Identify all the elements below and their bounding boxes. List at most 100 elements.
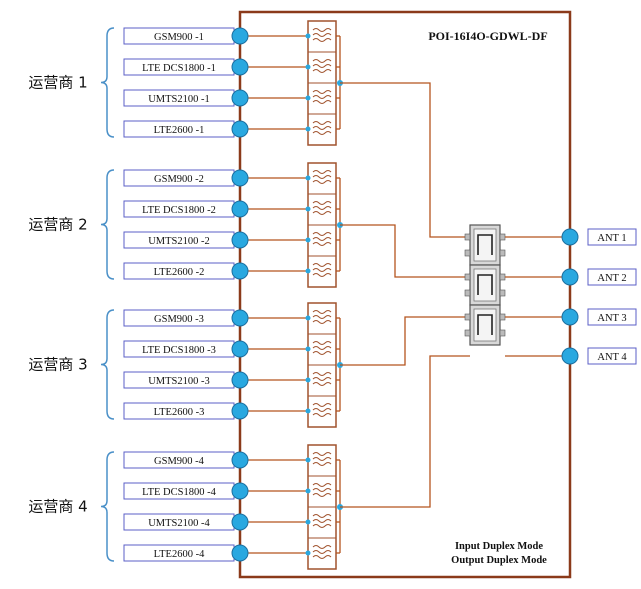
input-port-connector[interactable] (231, 89, 249, 107)
filter-wave-icon (312, 126, 332, 130)
filter-wave-icon (312, 201, 332, 205)
junction-dot (305, 175, 311, 181)
input-port-connector[interactable] (231, 340, 249, 358)
combiner-to-hybrid-line (340, 355, 470, 508)
input-port-row: GSM900 -2 (123, 169, 340, 195)
input-port-row: GSM900 -1 (123, 27, 340, 53)
antenna-label-box (587, 308, 637, 326)
filter-wave-icon (312, 232, 332, 236)
input-port-row: LTE DCS1800 -4 (123, 482, 340, 508)
filter-wave-icon (312, 64, 332, 68)
filter-wave-icon (312, 403, 332, 407)
input-port-row: LTE2600 -4 (123, 544, 340, 570)
input-port-row: GSM900 -3 (123, 309, 340, 335)
group-brace (100, 309, 115, 420)
junction-dot (305, 126, 311, 132)
antenna-port-connector[interactable] (561, 268, 579, 286)
filter-wave-icon (312, 211, 332, 215)
port-label: UMTS2100 -1 (148, 94, 210, 105)
antenna-port-connector[interactable] (561, 308, 579, 326)
filter-wave-icon (312, 372, 332, 376)
junction-dot (305, 33, 311, 39)
junction-dot (305, 346, 311, 352)
port-label: LTE2600 -4 (154, 549, 205, 560)
input-port-row: LTE DCS1800 -2 (123, 200, 340, 226)
input-port-connector[interactable] (231, 371, 249, 389)
operator-label-1: 运营商 1 (28, 74, 87, 92)
filter-wave-icon (312, 320, 332, 324)
input-port-connector[interactable] (231, 451, 249, 469)
junction-dot (305, 550, 311, 556)
filter-wave-icon (312, 514, 332, 518)
port-label: LTE2600 -1 (154, 125, 205, 136)
junction-dot (305, 64, 311, 70)
port-label: LTE DCS1800 -4 (142, 487, 216, 498)
filter-wave-icon (312, 38, 332, 42)
product-title: POI-16I4O-GDWL-DF (428, 29, 547, 43)
input-port-connector[interactable] (231, 482, 249, 500)
input-port-row: UMTS2100 -2 (123, 231, 340, 257)
filter-wave-icon (312, 457, 332, 461)
input-port-connector[interactable] (231, 120, 249, 138)
hybrid-coupler (464, 264, 506, 306)
input-port-row: UMTS2100 -3 (123, 371, 340, 397)
antenna-port-row: ANT 1 (505, 228, 637, 246)
input-port-connector[interactable] (231, 402, 249, 420)
antenna-label-box (587, 268, 637, 286)
filter-wave-icon (312, 377, 332, 381)
filter-wave-icon (312, 33, 332, 37)
filter-wave-icon (312, 341, 332, 345)
input-port-connector[interactable] (231, 200, 249, 218)
junction-dot (305, 457, 311, 463)
filter-wave-icon (312, 519, 332, 523)
port-label: LTE DCS1800 -2 (142, 205, 216, 216)
input-port-connector[interactable] (231, 231, 249, 249)
port-label: GSM900 -4 (154, 456, 205, 467)
junction-dot (305, 488, 311, 494)
antenna-port-row: ANT 4 (505, 347, 637, 365)
port-label: UMTS2100 -2 (148, 236, 210, 247)
antenna-port-row: ANT 3 (505, 308, 637, 326)
filter-wave-icon (312, 273, 332, 277)
port-label: GSM900 -3 (154, 314, 204, 325)
filter-wave-icon (312, 121, 332, 125)
junction-dot (305, 315, 311, 321)
antenna-label-box (587, 228, 637, 246)
filter-wave-icon (312, 59, 332, 63)
filter-wave-icon (312, 315, 332, 319)
filter-wave-icon (312, 493, 332, 497)
antenna-port-connector[interactable] (561, 347, 579, 365)
operator-label-3: 运营商 3 (28, 356, 87, 374)
input-port-row: GSM900 -4 (123, 451, 340, 477)
input-port-row: LTE DCS1800 -1 (123, 58, 340, 84)
filter-wave-icon (312, 180, 332, 184)
input-port-row: LTE2600 -3 (123, 402, 340, 428)
filter-wave-icon (312, 413, 332, 417)
operator-label-2: 运营商 2 (28, 216, 87, 234)
group-brace (100, 451, 115, 562)
input-port-connector[interactable] (231, 27, 249, 45)
combiner-to-hybrid-line (340, 224, 470, 278)
input-port-row: UMTS2100 -1 (123, 89, 340, 115)
filter-wave-icon (312, 237, 332, 241)
input-port-connector[interactable] (231, 309, 249, 327)
filter-wave-icon (312, 346, 332, 350)
group-brace (100, 27, 115, 138)
input-port-connector[interactable] (231, 58, 249, 76)
input-port-connector[interactable] (231, 513, 249, 531)
group-brace (100, 169, 115, 280)
filter-wave-icon (312, 488, 332, 492)
filter-wave-icon (312, 28, 332, 32)
filter-wave-icon (312, 408, 332, 412)
filter-wave-icon (312, 462, 332, 466)
filter-wave-icon (312, 310, 332, 314)
filter-wave-icon (312, 524, 332, 528)
input-port-connector[interactable] (231, 262, 249, 280)
input-port-row: LTE2600 -1 (123, 120, 340, 146)
input-port-connector[interactable] (231, 544, 249, 562)
filter-wave-icon (312, 550, 332, 554)
input-port-connector[interactable] (231, 169, 249, 187)
antenna-label: ANT 3 (597, 313, 626, 324)
antenna-port-connector[interactable] (561, 228, 579, 246)
